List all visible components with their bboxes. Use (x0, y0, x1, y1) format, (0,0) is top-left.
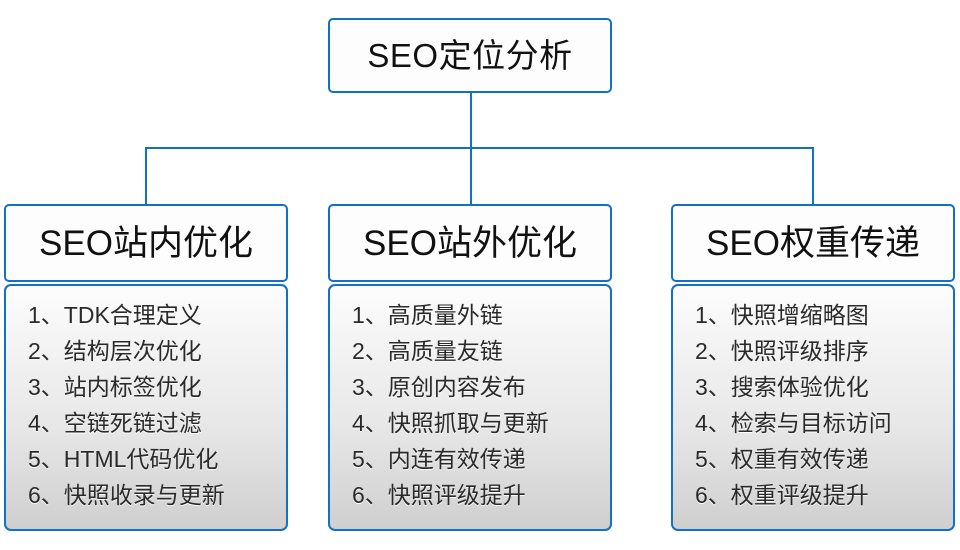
branch-item-list-3: 1、快照增缩略图 2、快照评级排序 3、搜索体验优化 4、检索与目标访问 5、权… (673, 297, 953, 513)
branch-column-1: SEO站内优化 1、TDK合理定义 2、结构层次优化 3、站内标签优化 4、空链… (4, 204, 288, 531)
list-item: 3、搜索体验优化 (695, 374, 869, 400)
branch-header-label-1: SEO站内优化 (39, 223, 253, 263)
list-item: 1、TDK合理定义 (28, 302, 202, 328)
connector-drop-branch-1 (145, 147, 147, 205)
branch-header-label-2: SEO站外优化 (363, 223, 577, 263)
branch-item-list-2: 1、高质量外链 2、高质量友链 3、原创内容发布 4、快照抓取与更新 5、内连有… (330, 297, 610, 513)
branch-column-3: SEO权重传递 1、快照增缩略图 2、快照评级排序 3、搜索体验优化 4、检索与… (671, 204, 955, 531)
list-item: 2、结构层次优化 (28, 338, 202, 364)
list-item: 4、空链死链过滤 (28, 410, 202, 436)
list-item: 2、快照评级排序 (695, 338, 869, 364)
list-item: 2、高质量友链 (352, 338, 503, 364)
list-item: 3、原创内容发布 (352, 374, 526, 400)
list-item: 5、HTML代码优化 (28, 446, 219, 472)
branch-item-list-1: 1、TDK合理定义 2、结构层次优化 3、站内标签优化 4、空链死链过滤 5、H… (6, 297, 286, 513)
list-item: 6、快照评级提升 (352, 482, 526, 508)
list-item: 3、站内标签优化 (28, 374, 202, 400)
branch-header-1: SEO站内优化 (4, 204, 288, 282)
list-item: 1、高质量外链 (352, 302, 503, 328)
branch-header-3: SEO权重传递 (671, 204, 955, 282)
list-item: 6、权重评级提升 (695, 482, 869, 508)
list-item: 5、权重有效传递 (695, 446, 869, 472)
list-item: 4、检索与目标访问 (695, 410, 892, 436)
branch-header-2: SEO站外优化 (328, 204, 612, 282)
list-item: 1、快照增缩略图 (695, 302, 869, 328)
root-node: SEO定位分析 (328, 18, 612, 93)
branch-body-1: 1、TDK合理定义 2、结构层次优化 3、站内标签优化 4、空链死链过滤 5、H… (4, 284, 288, 531)
connector-drop-branch-2 (470, 147, 472, 205)
connector-drop-branch-3 (812, 147, 814, 205)
list-item: 5、内连有效传递 (352, 446, 526, 472)
branch-body-3: 1、快照增缩略图 2、快照评级排序 3、搜索体验优化 4、检索与目标访问 5、权… (671, 284, 955, 531)
connector-root-stem (470, 93, 472, 149)
connector-horizontal-bus (145, 147, 814, 149)
root-node-label: SEO定位分析 (367, 37, 573, 74)
branch-column-2: SEO站外优化 1、高质量外链 2、高质量友链 3、原创内容发布 4、快照抓取与… (328, 204, 612, 531)
list-item: 6、快照收录与更新 (28, 482, 225, 508)
list-item: 4、快照抓取与更新 (352, 410, 549, 436)
branch-body-2: 1、高质量外链 2、高质量友链 3、原创内容发布 4、快照抓取与更新 5、内连有… (328, 284, 612, 531)
branch-header-label-3: SEO权重传递 (706, 223, 920, 263)
